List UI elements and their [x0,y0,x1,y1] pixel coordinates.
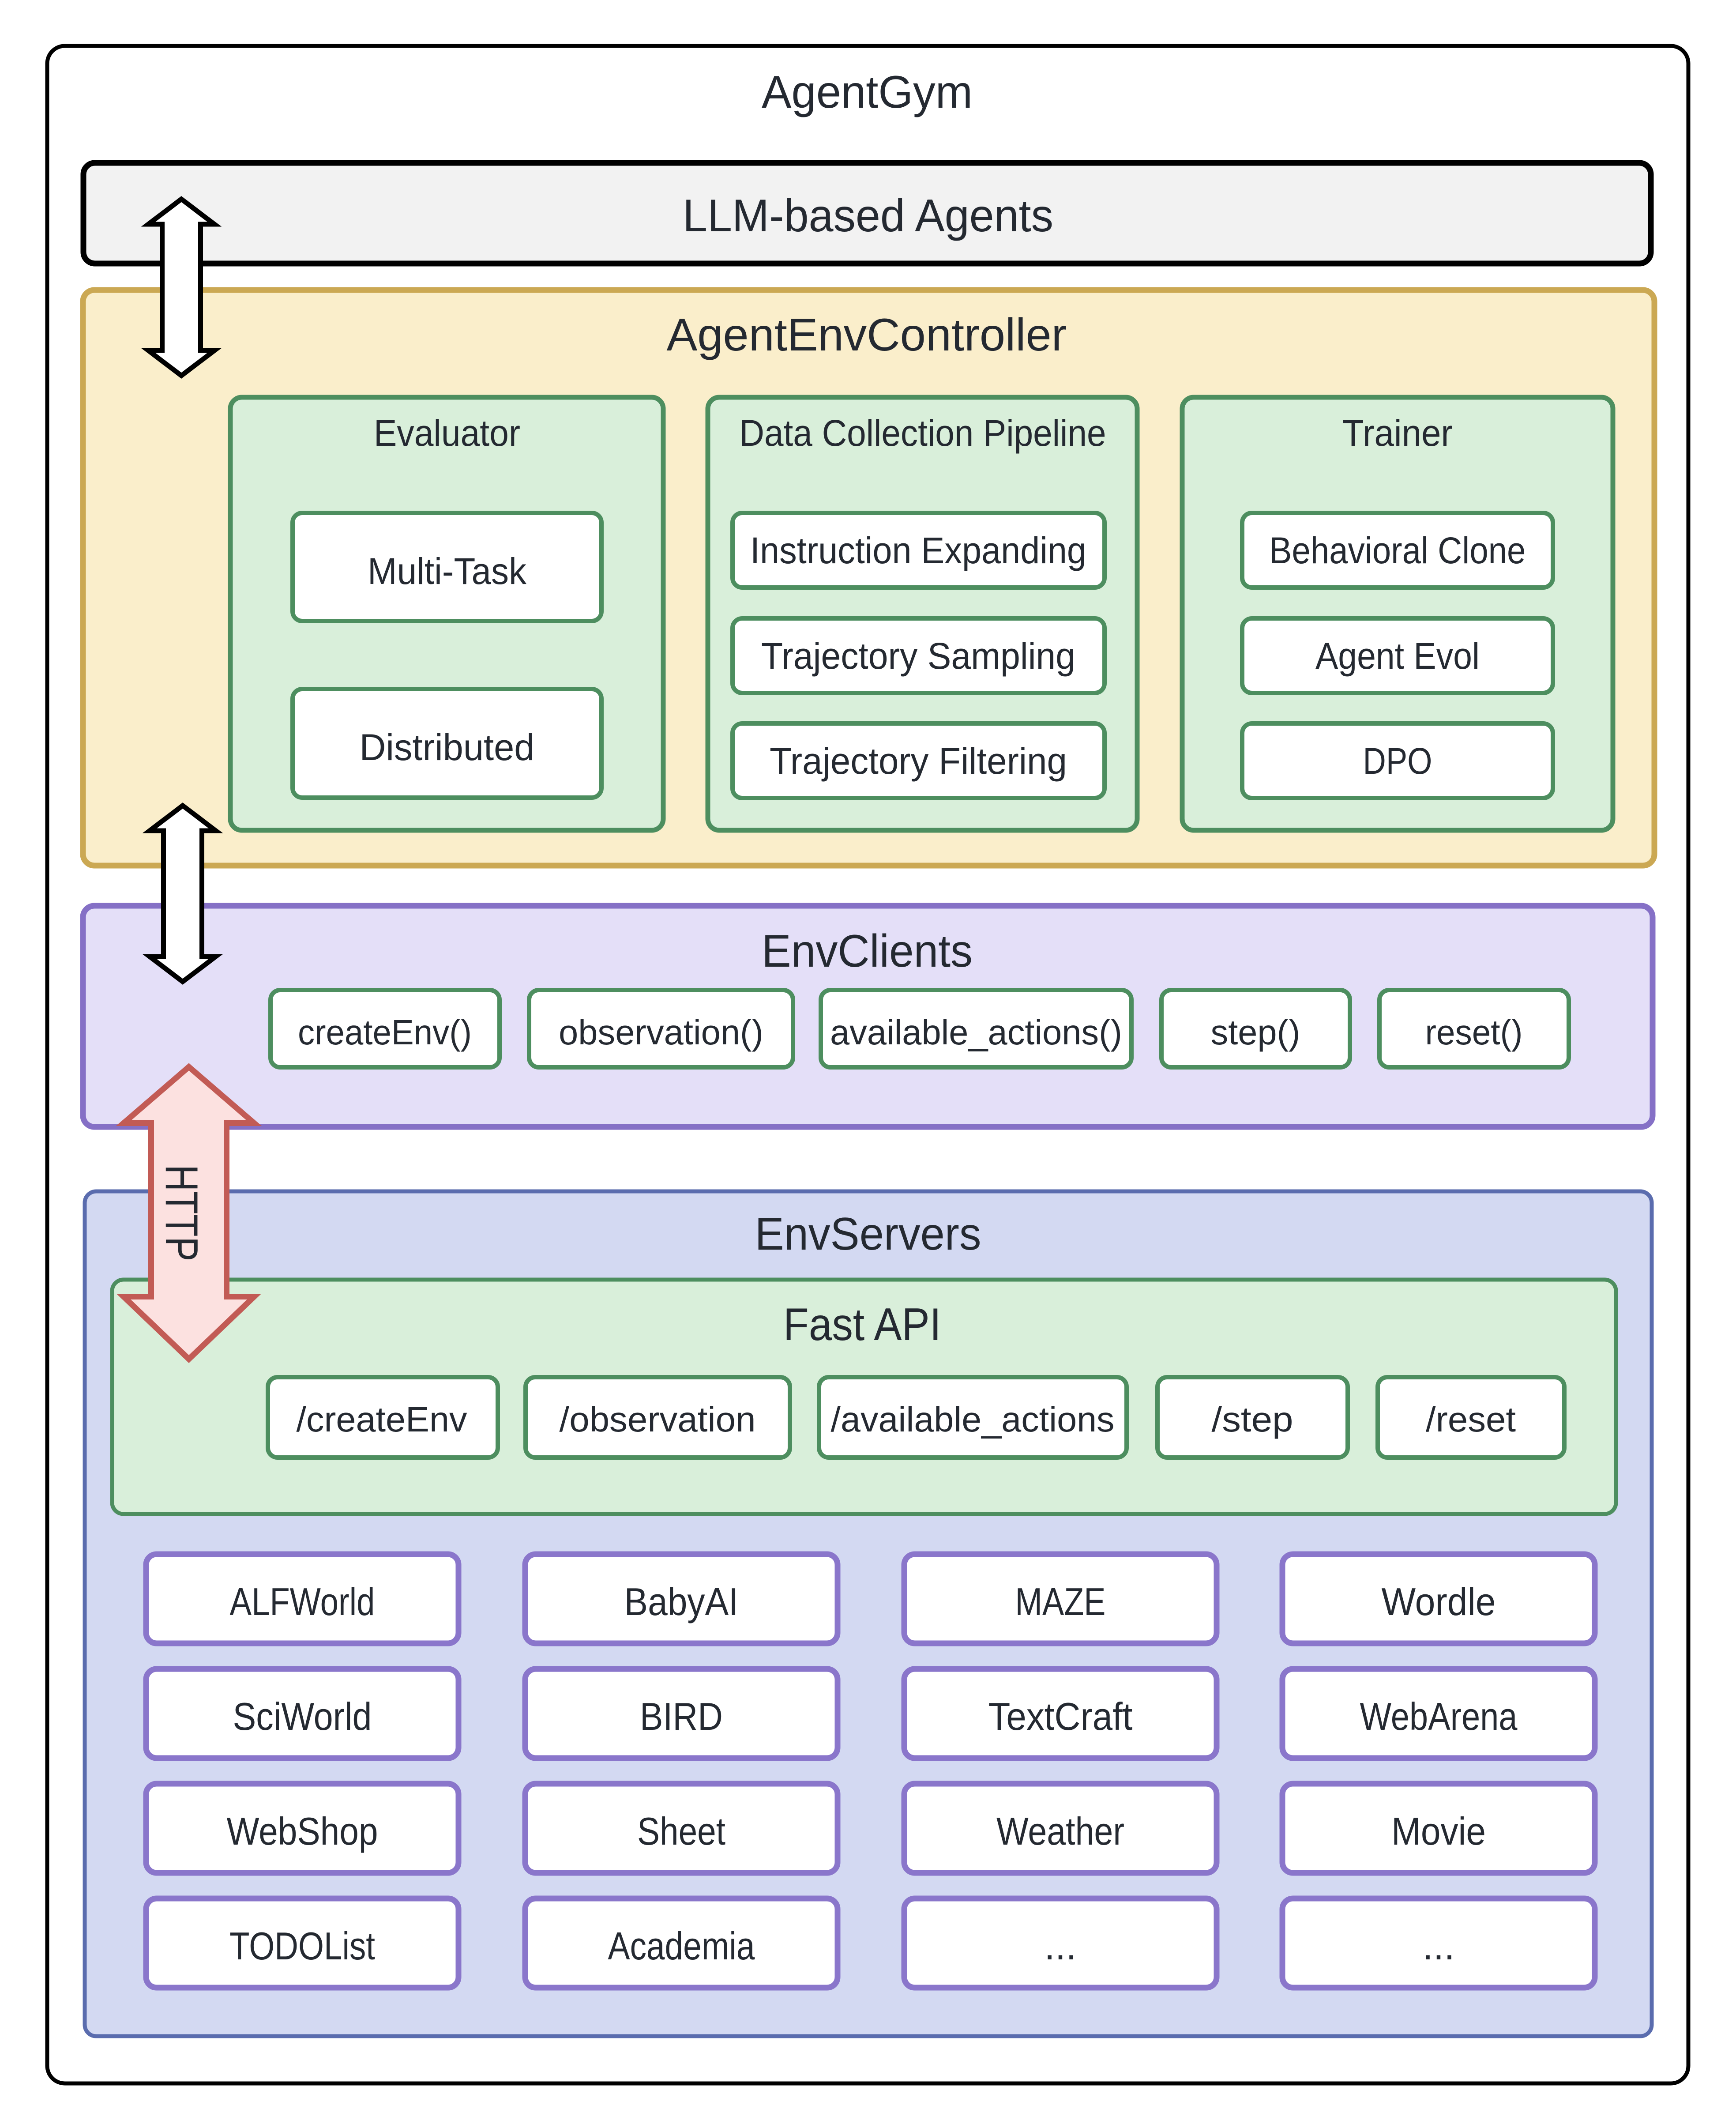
svg-text:/reset: /reset [1426,1400,1516,1439]
svg-text:TODOList: TODOList [229,1924,375,1968]
svg-text:TextCraft: TextCraft [988,1695,1133,1738]
svg-text:/createEnv: /createEnv [297,1400,467,1439]
svg-text:Weather: Weather [996,1809,1124,1853]
svg-text:Trainer: Trainer [1342,412,1453,454]
svg-text:Data Collection Pipeline: Data Collection Pipeline [740,412,1106,454]
svg-text:ALFWorld: ALFWorld [230,1580,375,1623]
svg-text:EnvServers: EnvServers [755,1209,981,1260]
svg-text:Behavioral Clone: Behavioral Clone [1270,530,1526,571]
svg-text:Trajectory Sampling: Trajectory Sampling [761,635,1075,677]
svg-text:MAZE: MAZE [1015,1580,1106,1623]
svg-text:AgentEnvController: AgentEnvController [667,309,1067,361]
svg-text:available_actions(): available_actions() [830,1013,1122,1052]
svg-text:WebArena: WebArena [1360,1695,1518,1738]
svg-text:HTTP: HTTP [156,1165,207,1262]
svg-text:BIRD: BIRD [640,1695,723,1738]
svg-text:Wordle: Wordle [1382,1580,1496,1623]
svg-text:Movie: Movie [1391,1809,1486,1853]
svg-text:Distributed: Distributed [360,727,535,768]
svg-text:Fast API: Fast API [783,1299,941,1350]
svg-text:createEnv(): createEnv() [298,1013,472,1052]
svg-text:AgentGym: AgentGym [762,67,973,118]
svg-text:Sheet: Sheet [637,1809,725,1853]
svg-text:Evaluator: Evaluator [374,412,520,454]
svg-text:Agent Evol: Agent Evol [1315,635,1480,677]
svg-text:observation(): observation() [559,1013,763,1052]
svg-text:step(): step() [1211,1013,1300,1052]
svg-text:/observation: /observation [560,1400,756,1439]
svg-text:...: ... [1422,1924,1454,1968]
svg-text:Instruction Expanding: Instruction Expanding [750,530,1086,571]
svg-text:Trajectory Filtering: Trajectory Filtering [770,740,1067,782]
svg-text:Academia: Academia [608,1924,755,1968]
svg-text:BabyAI: BabyAI [624,1580,739,1623]
svg-text:reset(): reset() [1425,1013,1523,1052]
svg-text:EnvClients: EnvClients [762,926,973,977]
svg-text:DPO: DPO [1363,740,1432,782]
svg-text:/step: /step [1212,1400,1293,1439]
svg-text:/available_actions: /available_actions [831,1400,1115,1439]
svg-text:WebShop: WebShop [227,1809,378,1853]
svg-text:...: ... [1044,1924,1076,1968]
svg-text:Multi-Task: Multi-Task [368,550,527,592]
svg-text:LLM-based Agents: LLM-based Agents [683,190,1053,241]
svg-text:SciWorld: SciWorld [233,1695,372,1738]
